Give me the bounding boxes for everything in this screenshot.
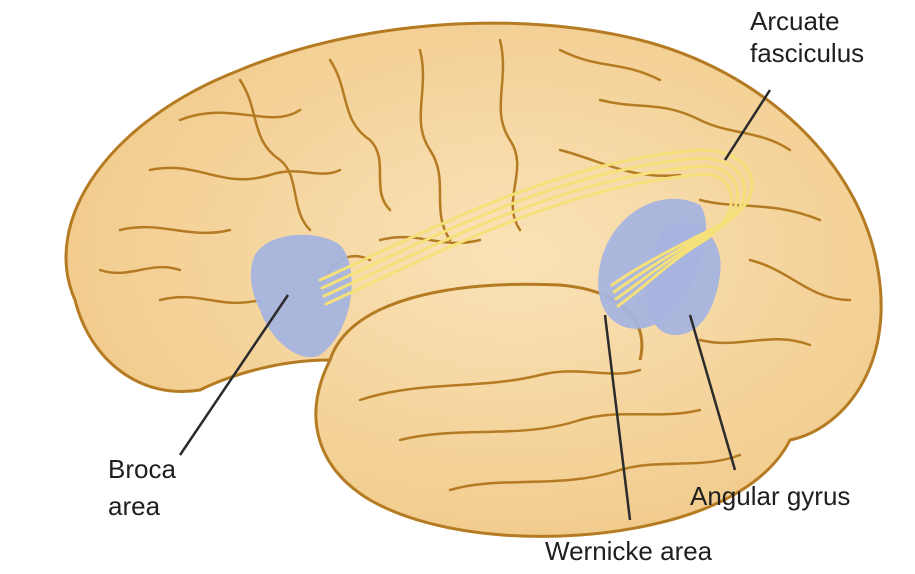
- label-angular-gyrus: Angular gyrus: [690, 481, 850, 511]
- label-broca-line2: area: [108, 491, 161, 521]
- label-arcuate-line2: fasciculus: [750, 38, 864, 68]
- label-arcuate-line1: Arcuate: [750, 6, 840, 36]
- brain-cerebrum: [66, 23, 881, 536]
- label-broca-line1: Broca: [108, 454, 176, 484]
- label-wernicke-area: Wernicke area: [545, 536, 713, 566]
